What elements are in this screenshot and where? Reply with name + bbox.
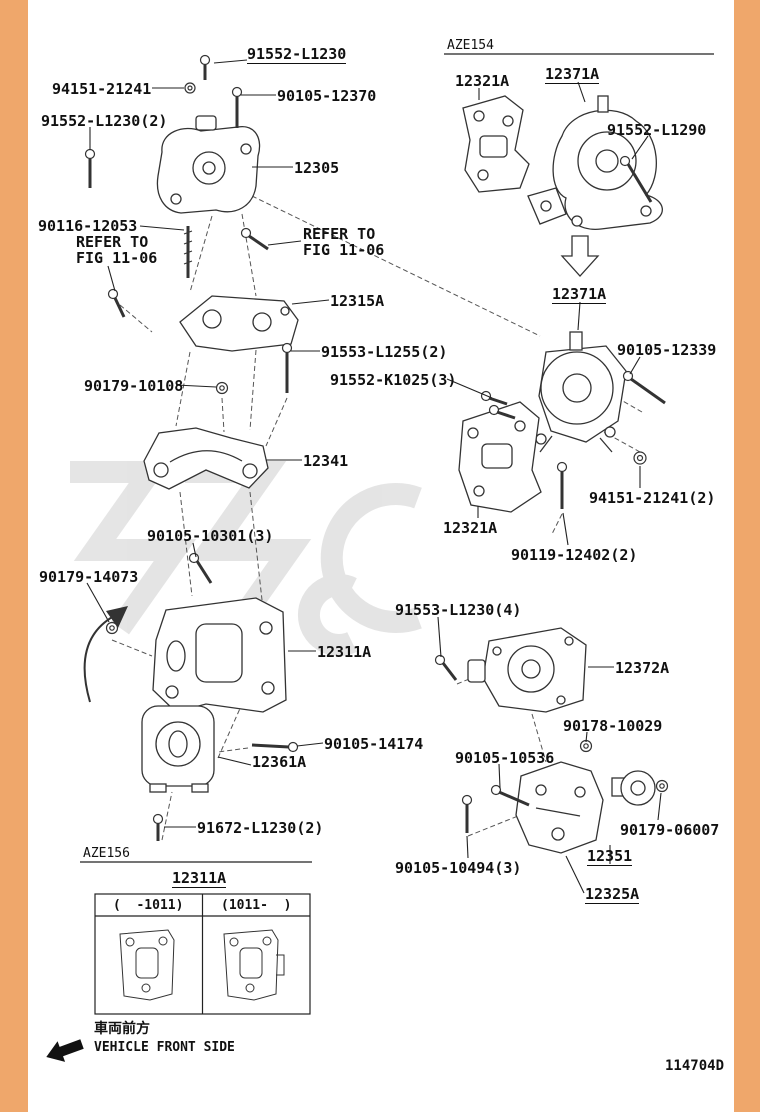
callout-90105-12339: 90105-12339 [617, 341, 717, 359]
callout-91672-L1230-2: 91672-L1230(2) [197, 819, 324, 837]
callout-91552-L1230: 91552-L1230 [247, 45, 347, 64]
bolt-refer-fig [240, 227, 269, 251]
callout-91552-L1230-2: 91552-L1230(2) [41, 112, 168, 130]
variant-drawing-early [119, 929, 175, 1001]
callout-12371A-lower: 12371A [552, 285, 607, 304]
callout-90105-10494-3: 90105-10494(3) [395, 859, 522, 877]
drawing-12305 [156, 115, 261, 214]
arrows [46, 235, 600, 1062]
callout-90105-10301-3: 90105-10301(3) [147, 527, 274, 545]
variant-table-title: 12311A [172, 869, 227, 888]
drawing-12371A-top [527, 95, 663, 230]
drawing-12341 [143, 427, 269, 490]
bolt-91552-L1290 [619, 155, 653, 203]
drawing-12321A-lower [458, 401, 542, 513]
fasteners [84, 54, 669, 841]
section-label-aze156: AZE156 [83, 846, 130, 861]
callout-90116-12053: 90116-12053 [38, 217, 138, 235]
callout-91552-L1290: 91552-L1290 [607, 121, 707, 139]
stud-90116-12053 [183, 226, 193, 278]
page-edge-right [734, 0, 760, 1112]
part-drawings [141, 95, 663, 854]
drawing-12315A [179, 295, 299, 352]
drawing-12325A-bushing [611, 770, 656, 806]
callout-91553-L1255-2: 91553-L1255(2) [321, 343, 448, 361]
front-note-en: VEHICLE FRONT SIDE [94, 1040, 235, 1055]
callout-12325A: 12325A [585, 885, 640, 904]
callout-12311A: 12311A [317, 643, 372, 661]
callout-12351: 12351 [587, 847, 633, 866]
bolt-left-small [107, 288, 126, 318]
callout-12321A-lower: 12321A [443, 519, 498, 537]
callout-90119-12402-2: 90119-12402(2) [511, 546, 638, 564]
bolt-91553-L1255 [281, 342, 293, 393]
bolt-91672-L1230 [152, 813, 164, 841]
variant-col-early: ( -1011) [113, 898, 184, 913]
nut-90179-06007 [655, 779, 669, 793]
bolt-90105-10494 [461, 794, 473, 833]
drawing-12361A [141, 705, 215, 793]
nut-90179-10108 [215, 381, 229, 395]
callout-90179-06007: 90179-06007 [620, 821, 720, 839]
bolt-90105-10536 [490, 784, 530, 807]
callout-94151-21241: 94151-21241 [52, 80, 152, 98]
callout-91553-L1230-4: 91553-L1230(4) [395, 601, 522, 619]
bolt-90119-12402 [556, 461, 568, 509]
bolt-91552-L1230-2 [84, 148, 96, 188]
bolt-90105-12370 [231, 86, 243, 128]
leader-lines [86, 59, 662, 894]
callout-90105-10536: 90105-10536 [455, 749, 555, 767]
section-rules [80, 53, 714, 863]
front-note-jp: 車両前方 [94, 1021, 150, 1037]
vehicle-front-arrow-icon [46, 1039, 84, 1062]
callout-90178-10029: 90178-10029 [563, 717, 663, 735]
callout-12315A: 12315A [330, 292, 385, 310]
drawing-12351 [515, 761, 604, 854]
nut-90179-14073 [105, 621, 119, 635]
callout-12321A-top: 12321A [455, 72, 510, 90]
callout-12371A-top: 12371A [545, 65, 600, 84]
bolt-90105-14174 [251, 741, 299, 753]
drawing-12371A-lower [535, 331, 627, 453]
callout-90179-10108: 90179-10108 [84, 377, 184, 395]
callout-90179-14073: 90179-14073 [39, 568, 139, 586]
doc-code: 114704D [665, 1058, 725, 1074]
callout-90105-14174: 90105-14174 [324, 735, 424, 753]
drawing-12321A-top [462, 95, 530, 193]
bolt-91553-L1230-4 [434, 654, 458, 681]
callout-12341: 12341 [303, 452, 349, 470]
nut-94151-21241 [184, 82, 196, 94]
drawing-12372A [467, 627, 587, 713]
page-edge-left [0, 0, 28, 1112]
note-refer-fig-11-06-center: REFER TO FIG 11-06 [303, 225, 385, 259]
variant-drawing-late [223, 929, 285, 1001]
callout-12305: 12305 [294, 159, 340, 177]
bolt-91552-L1230 [199, 54, 211, 80]
drawing-12311A [152, 597, 287, 713]
nut-94151-21241-2 [633, 451, 647, 465]
bolt-90105-12339 [622, 370, 666, 405]
flow-arrow-down-icon [560, 235, 600, 277]
bolt-90105-10301 [188, 552, 213, 584]
callout-91552-K1025-3: 91552-K1025(3) [330, 371, 457, 389]
section-label-aze154: AZE154 [447, 38, 494, 53]
variant-col-late: (1011- ) [221, 898, 292, 913]
nut-90178-10029 [579, 739, 593, 753]
curved-pointer-arrow-icon [83, 606, 128, 703]
callout-90105-12370: 90105-12370 [277, 87, 377, 105]
callout-12372A: 12372A [615, 659, 670, 677]
note-refer-fig-11-06-left: REFER TO FIG 11-06 [76, 233, 158, 267]
callout-94151-21241-2: 94151-21241(2) [589, 489, 716, 507]
callout-12361A: 12361A [252, 753, 307, 771]
